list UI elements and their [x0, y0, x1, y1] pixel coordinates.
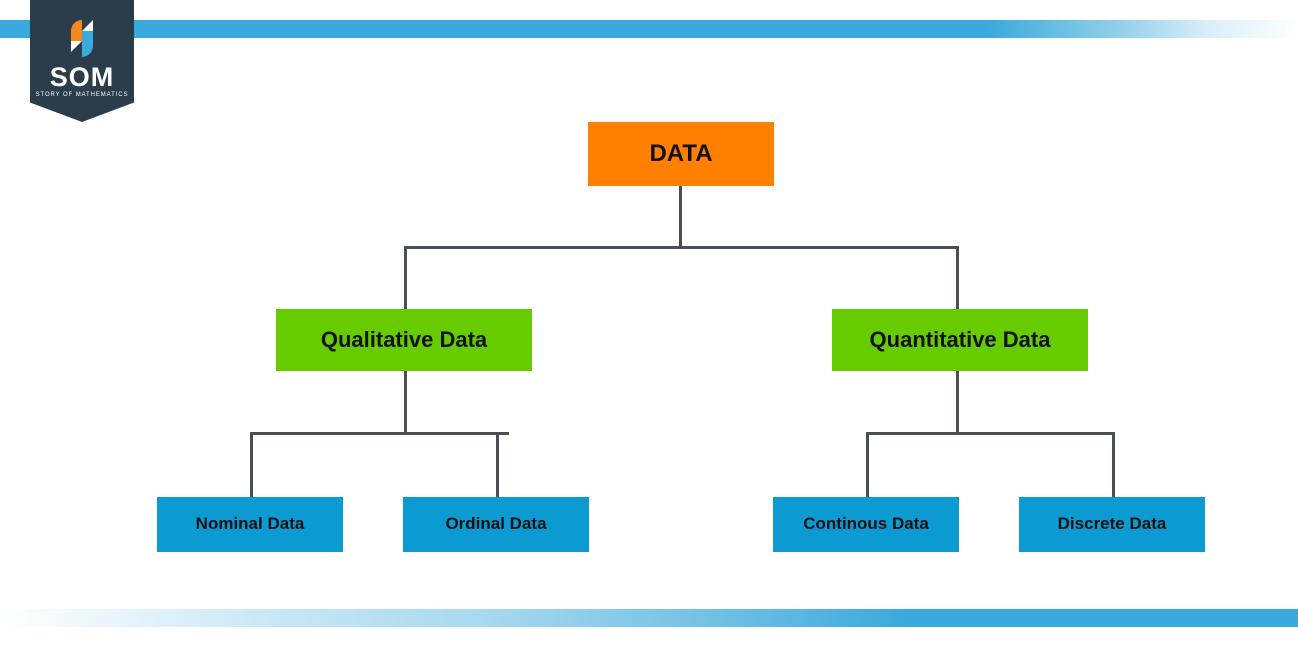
som-logo-banner: SOM STORY OF MATHEMATICS [30, 0, 134, 122]
connector-level2-bus [404, 246, 958, 249]
node-nominal-data-label: Nominal Data [195, 514, 305, 534]
node-data[interactable]: DATA [588, 122, 774, 186]
connector-qualitative-stem [404, 371, 407, 434]
bottom-accent-stripe [0, 609, 1298, 627]
connector-to-quantitative [956, 246, 959, 309]
node-continuous-data-label: Continous Data [803, 514, 929, 534]
connector-to-nominal [250, 432, 253, 497]
connector-to-discrete [1112, 432, 1115, 497]
top-accent-stripe [0, 20, 1298, 38]
logo-wordmark: SOM [49, 62, 115, 92]
node-quantitative-data[interactable]: Quantitative Data [832, 309, 1088, 371]
connector-qualitative-bus [250, 432, 509, 435]
connector-root-stem [679, 186, 682, 248]
node-ordinal-data-label: Ordinal Data [445, 514, 547, 534]
node-qualitative-data[interactable]: Qualitative Data [276, 309, 532, 371]
connector-to-qualitative [404, 246, 407, 309]
node-ordinal-data[interactable]: Ordinal Data [403, 497, 589, 552]
node-continuous-data[interactable]: Continous Data [773, 497, 959, 552]
node-nominal-data[interactable]: Nominal Data [157, 497, 343, 552]
connector-quantitative-stem [956, 371, 959, 434]
connector-quantitative-bus [866, 432, 1114, 435]
connector-to-continuous [866, 432, 869, 497]
node-qualitative-data-label: Qualitative Data [320, 326, 488, 352]
node-discrete-data-label: Discrete Data [1057, 514, 1167, 534]
node-data-label: DATA [649, 139, 713, 167]
connector-to-ordinal [496, 432, 499, 497]
logo-tagline: STORY OF MATHEMATICS [35, 92, 129, 98]
node-quantitative-data-label: Quantitative Data [869, 326, 1051, 352]
som-shield-logo-icon [60, 16, 104, 60]
node-discrete-data[interactable]: Discrete Data [1019, 497, 1205, 552]
